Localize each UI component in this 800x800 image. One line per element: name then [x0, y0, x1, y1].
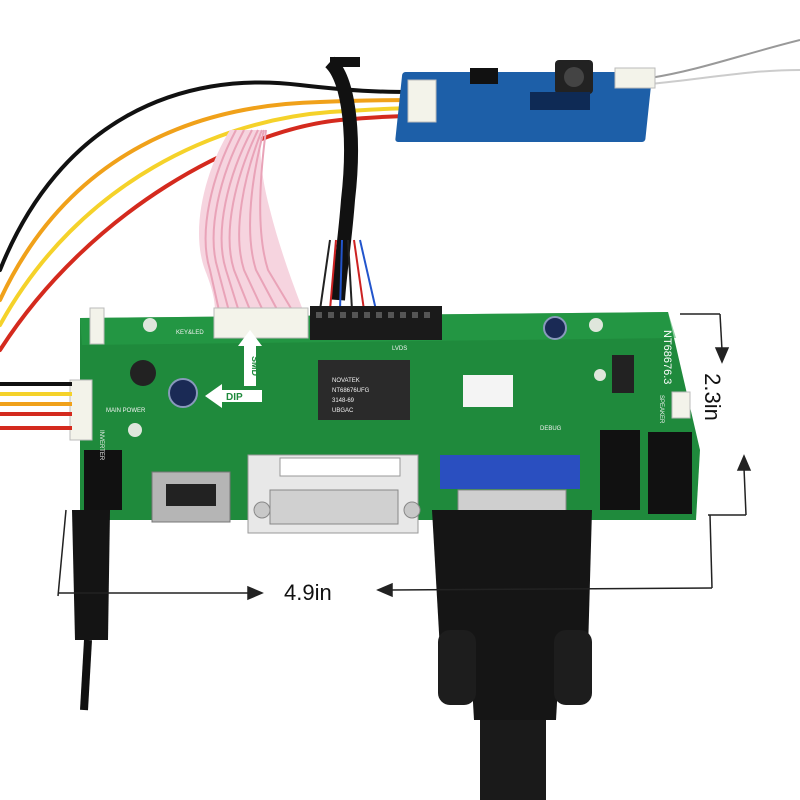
- inverter-label: INVERTER: [98, 430, 104, 461]
- lvds-label: LVDS: [392, 346, 407, 352]
- capacitor-top: [543, 316, 567, 340]
- main-power-label: MAIN POWER: [106, 408, 146, 414]
- lvds-header: [310, 306, 442, 340]
- smd-arrow: SMD: [238, 330, 262, 386]
- wire-black: [0, 80, 417, 272]
- dip-label: DIP: [226, 392, 243, 403]
- main-power-connector: [69, 379, 93, 441]
- hdmi-port: [151, 471, 231, 523]
- wire-yellow: [0, 106, 417, 327]
- inverter-output-wires: [649, 39, 800, 85]
- ribbon-cable: [199, 129, 305, 316]
- audio-jack-1: [600, 430, 640, 510]
- width-dimension: [57, 509, 713, 601]
- board-model-label: NT68676.3: [661, 330, 673, 384]
- width-dimension-label: 4.9in: [284, 580, 332, 606]
- qr-label: [463, 375, 513, 407]
- inverter-connector: [407, 79, 437, 123]
- dvi-port: [247, 454, 421, 534]
- audio-jack-2: [648, 432, 692, 514]
- inverter-board: [395, 60, 656, 142]
- chip-text-1: NOVATEK: [332, 378, 360, 384]
- capacitor-left: [168, 378, 198, 408]
- chip-text-3: 3148-69: [332, 398, 355, 404]
- key-led-label: KEY&LED: [176, 330, 204, 336]
- inverter-output-connector: [614, 67, 656, 89]
- dip-arrow: DIP: [205, 384, 262, 408]
- inductor-coil: [130, 360, 156, 386]
- chip-text-4: UBGAC: [332, 408, 354, 414]
- key-led-connector: [213, 307, 309, 339]
- speaker-label: SPEAKER: [658, 395, 664, 424]
- main-chip: NOVATEK NT68676UFG 3148-69 UBGAC: [318, 360, 410, 420]
- vga-connector: [432, 455, 592, 800]
- smd-label: SMD: [250, 356, 260, 377]
- wire-orange: [0, 98, 417, 302]
- height-dimension: [680, 313, 752, 516]
- debug-label: DEBUG: [540, 426, 562, 432]
- chip-text-2: NT68676UFG: [332, 388, 370, 394]
- height-dimension-label: 2.3in: [698, 373, 725, 421]
- lvds-twisted-wires: [319, 239, 377, 311]
- dc-power-cable: [72, 450, 122, 711]
